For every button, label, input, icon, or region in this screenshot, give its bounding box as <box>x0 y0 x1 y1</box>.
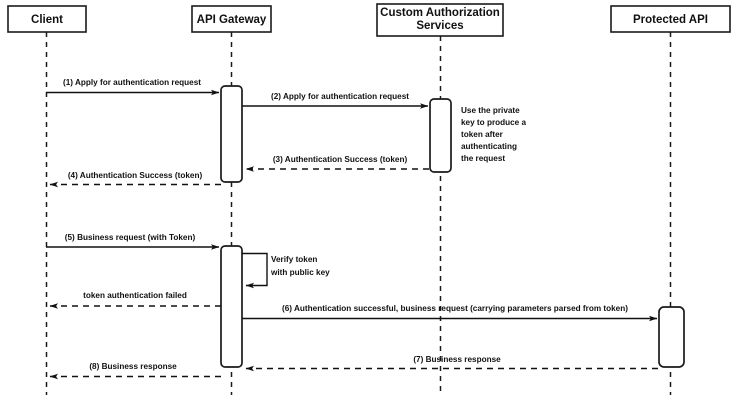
participant-header-api-gateway[interactable]: API Gateway <box>191 5 272 33</box>
participant-label-api-gateway: API Gateway <box>197 14 267 26</box>
message-token-auth-failed-label: token authentication failed <box>83 291 187 300</box>
message-1-label: (1) Apply for authentication request <box>63 78 201 87</box>
participant-header-protected-api[interactable]: Protected API <box>610 5 731 33</box>
note-private-key-line-5: the request <box>461 154 505 163</box>
message-3[interactable]: (3) Authentication Success (token) <box>245 155 429 172</box>
participant-label-protected-api: Protected API <box>633 14 708 26</box>
message-7[interactable]: (7) Business response <box>245 355 658 372</box>
message-2[interactable]: (2) Apply for authentication request <box>242 92 429 109</box>
activation-bar-custom-auth <box>429 98 452 173</box>
activation-bar-api-gateway-business <box>220 245 243 368</box>
note-private-key: Use the private key to produce a token a… <box>461 106 527 163</box>
message-token-authentication-failed[interactable]: token authentication failed <box>49 291 221 309</box>
participant-label-custom-auth-line1: Custom Authorization <box>380 7 500 19</box>
message-self-verify-arrow <box>242 252 268 289</box>
note-private-key-line-3: token after <box>461 130 504 139</box>
message-8[interactable]: (8) Business response <box>49 362 221 380</box>
note-verify-token-line-2: with public key <box>270 268 330 277</box>
message-2-label: (2) Apply for authentication request <box>271 92 409 101</box>
message-3-label: (3) Authentication Success (token) <box>273 155 408 164</box>
message-5-label: (5) Business request (with Token) <box>65 233 196 242</box>
message-1[interactable]: (1) Apply for authentication request <box>46 78 220 96</box>
participant-label-client: Client <box>31 14 63 26</box>
message-6[interactable]: (6) Authentication successful, business … <box>242 304 658 322</box>
participant-box-protected-api[interactable] <box>610 5 731 33</box>
note-verify-token-line-1: Verify token <box>271 255 317 264</box>
note-private-key-line-1: Use the private <box>461 106 520 115</box>
message-5[interactable]: (5) Business request (with Token) <box>46 233 220 250</box>
activation-bar-protected-api <box>658 306 685 368</box>
note-private-key-line-2: key to produce a <box>461 118 527 127</box>
message-7-label: (7) Business response <box>413 355 501 364</box>
note-private-key-line-4: authenticating <box>461 142 517 151</box>
message-8-label: (8) Business response <box>89 362 177 371</box>
activation-bar-api-gateway-auth <box>220 85 243 183</box>
message-6-label: (6) Authentication successful, business … <box>282 304 628 313</box>
participant-header-client[interactable]: Client <box>7 5 87 33</box>
message-self-verify-token[interactable]: Verify token with public key <box>242 252 330 289</box>
message-4[interactable]: (4) Authentication Success (token) <box>49 171 221 188</box>
participant-label-custom-auth-line2: Services <box>416 20 463 32</box>
participant-header-custom-auth[interactable]: Custom Authorization Services <box>376 3 504 37</box>
message-4-label: (4) Authentication Success (token) <box>68 171 203 180</box>
